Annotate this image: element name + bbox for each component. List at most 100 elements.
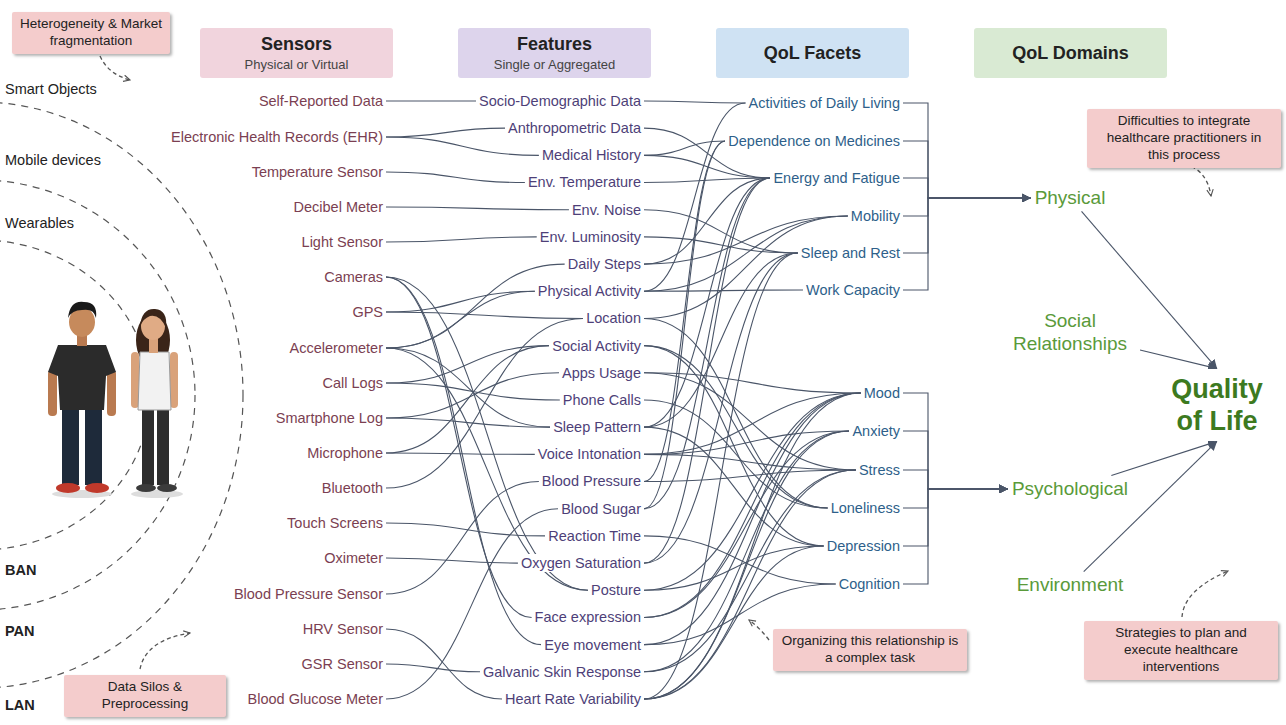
node-text: Mood: [864, 384, 900, 402]
node-text: Oxygen Saturation: [521, 554, 641, 572]
node-text: Blood Glucose Meter: [248, 690, 383, 708]
sensor-label: Oximeter: [321, 549, 386, 567]
man-shoe: [56, 483, 80, 493]
feature-facet-link: [644, 454, 856, 470]
sensor-feature-link: [386, 137, 539, 155]
node-text: Anxiety: [852, 422, 900, 440]
callout-pointer: [1182, 571, 1228, 617]
domain-qol-arrow: [1084, 441, 1217, 571]
node-text: Dependence on Medicines: [728, 132, 900, 150]
node-text: Difficulties to integrate healthcare pra…: [1095, 113, 1273, 164]
callout-box: Organizing this relationship is a comple…: [773, 629, 967, 671]
facet-label: Work Capacity: [803, 281, 903, 299]
feature-facet-link: [644, 536, 836, 584]
facet-label: Dependence on Medicines: [725, 132, 903, 150]
connector-group: [386, 101, 1217, 699]
node-text: Temperature Sensor: [252, 163, 383, 181]
node-text: Depression: [827, 537, 900, 555]
node-text: QoL Facets: [764, 43, 862, 64]
node-text: Heterogeneity & Market fragmentation: [20, 16, 162, 50]
node-text: Blood Pressure: [542, 472, 641, 490]
node-text: Blood Pressure Sensor: [234, 585, 383, 603]
node-text: Galvanic Skin Response: [483, 663, 641, 681]
node-text: Oximeter: [324, 549, 383, 567]
node-text: Loneliness: [831, 499, 900, 517]
facet-label: Anxiety: [849, 422, 903, 440]
sensor-feature-link: [386, 100, 476, 101]
sensor-feature-link: [386, 207, 569, 210]
node-text: Strategies to plan and execute healthcar…: [1092, 625, 1270, 676]
facet-domain-bracket: [903, 431, 1008, 489]
feature-label: Daily Steps: [565, 255, 644, 273]
feature-facet-link: [644, 253, 798, 427]
feature-facet-link: [644, 141, 725, 509]
node-text: QoL Domains: [1012, 43, 1129, 64]
sensor-label: Microphone: [304, 444, 386, 462]
facet-label: Loneliness: [828, 499, 903, 517]
sensor-feature-link: [386, 558, 518, 563]
column-header: QoL Facets: [716, 28, 909, 78]
sensor-label: Blood Pressure Sensor: [231, 585, 386, 603]
feature-facet-link: [644, 546, 824, 590]
sensor-feature-link: [386, 291, 535, 348]
feature-label: Oxygen Saturation: [518, 554, 644, 572]
network-label: Wearables: [3, 215, 76, 232]
feature-label: Env. Temperature: [525, 173, 644, 191]
callout-box: Difficulties to integrate healthcare pra…: [1087, 109, 1281, 168]
facet-domain-bracket: [903, 198, 1031, 253]
callout-box: Data Silos & Preprocessing: [64, 675, 226, 717]
feature-facet-link: [644, 253, 798, 563]
domain-qol-arrow: [1111, 441, 1217, 475]
sensor-feature-link: [386, 348, 550, 427]
feature-label: Reaction Time: [545, 527, 644, 545]
node-text: GPS: [352, 303, 383, 321]
feature-facet-link: [644, 546, 824, 699]
sensor-label: Call Logs: [320, 374, 386, 392]
domain-qol-arrow: [1140, 350, 1217, 369]
node-text: Env. Temperature: [528, 173, 641, 191]
man-leg: [62, 405, 79, 485]
column-header: SensorsPhysical or Virtual: [200, 28, 393, 78]
node-text: Physical Activity: [538, 282, 641, 300]
callout-pointer: [140, 633, 190, 669]
facet-label: Stress: [856, 461, 903, 479]
feature-label: Face expression: [532, 608, 644, 626]
sensor-label: Decibel Meter: [291, 198, 386, 216]
node-text: Daily Steps: [568, 255, 641, 273]
sensor-feature-link: [386, 277, 532, 617]
node-text: Call Logs: [323, 374, 383, 392]
network-label: Mobile devices: [3, 152, 103, 169]
sensor-label: Temperature Sensor: [249, 163, 386, 181]
man-leg: [85, 405, 102, 485]
network-label: BAN: [3, 562, 38, 579]
node-text: Socio-Demographic Data: [479, 92, 641, 110]
node-text: Quality of Life: [1159, 373, 1275, 438]
sensor-label: Light Sensor: [299, 233, 386, 251]
facet-label: Depression: [824, 537, 903, 555]
node-text: Phone Calls: [563, 391, 641, 409]
feature-label: Physical Activity: [535, 282, 644, 300]
feature-label: Social Activity: [549, 337, 644, 355]
node-text: Env. Luminosity: [540, 228, 641, 246]
feature-label: Location: [583, 309, 644, 327]
woman-arm: [170, 352, 178, 408]
feature-facet-link: [644, 431, 849, 617]
sensor-label: Touch Screens: [284, 514, 386, 532]
sensor-feature-link: [386, 264, 565, 348]
facet-domain-bracket: [903, 103, 1031, 198]
callout-pointer: [100, 56, 130, 80]
node-text: Stress: [859, 461, 900, 479]
pan-ring: [0, 180, 195, 610]
facet-domain-bracket: [903, 470, 1008, 489]
sensor-feature-link: [386, 312, 583, 318]
man-arm: [107, 370, 116, 416]
feature-label: Galvanic Skin Response: [480, 663, 644, 681]
callout-pointer: [1185, 164, 1211, 196]
node-text: Cameras: [324, 268, 383, 286]
sensor-label: Bluetooth: [319, 479, 386, 497]
facet-label: Cognition: [836, 575, 903, 593]
feature-label: Sleep Pattern: [550, 418, 644, 436]
node-text: Accelerometer: [290, 339, 383, 357]
sensor-label: Blood Glucose Meter: [245, 690, 386, 708]
feature-facet-link: [644, 216, 848, 318]
